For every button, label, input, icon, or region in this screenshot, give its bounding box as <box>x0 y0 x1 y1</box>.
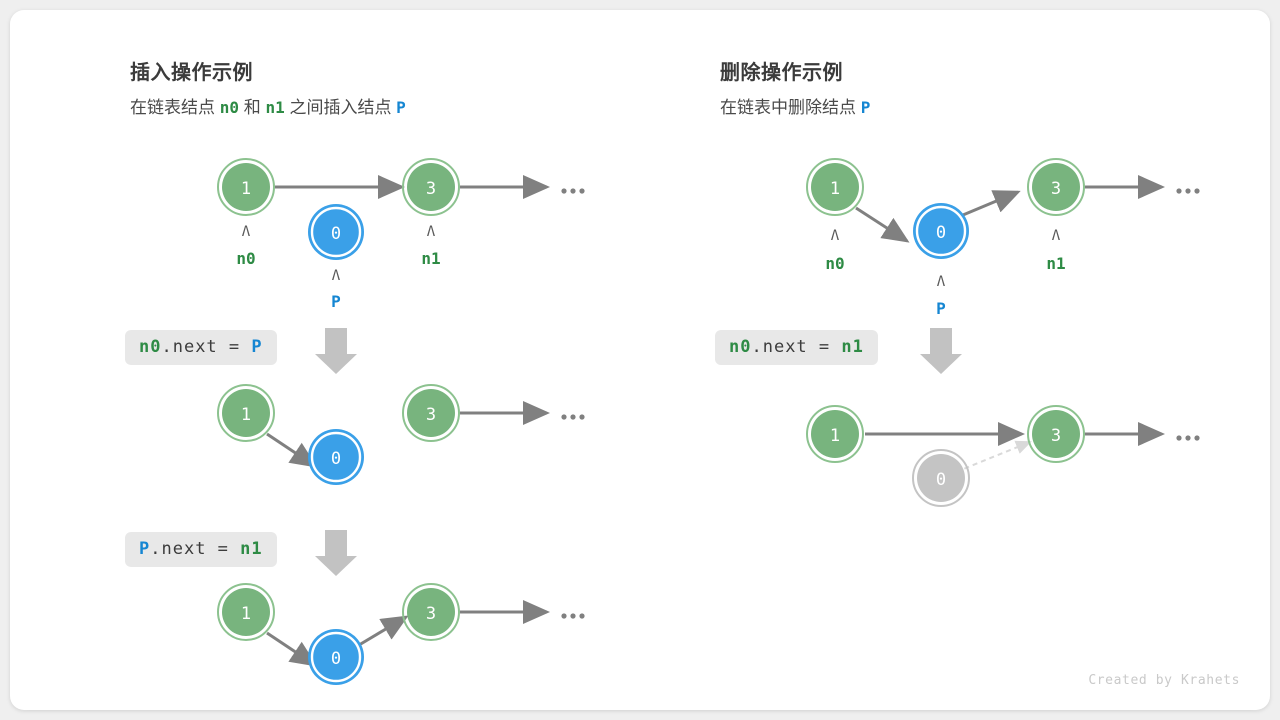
node-value: 1 <box>830 426 840 446</box>
insert-diagram-svg: 1 Λ n0 0 Λ P 3 Λ n1 <box>217 158 585 685</box>
step-transition-arrow-2 <box>315 530 357 576</box>
node-value: 3 <box>426 604 436 624</box>
pointer-caret-n0: Λ <box>242 224 251 240</box>
node-value: 1 <box>241 604 251 624</box>
code-token-3: P <box>251 337 263 357</box>
node-green-3: 3 <box>1027 158 1085 216</box>
node-value: 3 <box>1051 426 1061 446</box>
panel-insert-title: 插入操作示例 <box>130 62 253 84</box>
code-token-2: .next = <box>751 337 842 357</box>
arrow-0-to-3 <box>358 615 409 647</box>
node-gray-0-deleted: 0 <box>912 449 970 507</box>
node-green-3: 3 <box>402 384 460 442</box>
pointer-label-n1: n1 <box>1046 254 1065 273</box>
arrow-1-to-0 <box>855 206 910 243</box>
node-value: 0 <box>331 449 341 469</box>
code-box-n0-next-n1: n0.next = n1 <box>715 330 878 365</box>
code-token-4: P <box>139 539 151 559</box>
step-transition-arrow-1 <box>920 328 962 374</box>
node-green-1: 1 <box>217 583 275 641</box>
delete-step-2: 1 0 3 <box>806 405 1200 507</box>
pointer-label-p: P <box>331 292 341 311</box>
node-value: 0 <box>331 224 341 244</box>
node-value: 1 <box>241 179 251 199</box>
pointer-label-n0: n0 <box>825 254 844 273</box>
subtitle-token-n1: n1 <box>265 98 285 117</box>
diagram-card: 插入操作示例 在链表结点 n0 和 n1 之间插入结点 P n0.next = … <box>10 10 1270 710</box>
node-value: 1 <box>830 179 840 199</box>
arrow-1-to-0 <box>266 432 318 468</box>
arrow-deleted-0-to-3 <box>955 440 1032 473</box>
pointer-caret-n1: Λ <box>427 224 436 240</box>
delete-diagram-svg: 1 Λ n0 0 Λ P 3 Λ n1 <box>806 158 1200 507</box>
code-token-1: n0 <box>729 337 752 357</box>
ellipsis-icon <box>561 188 585 194</box>
node-green-1: 1 <box>217 158 275 216</box>
code-token-3: n1 <box>841 337 864 357</box>
node-blue-0: 0 <box>308 629 364 685</box>
insert-step-1: 1 Λ n0 0 Λ P 3 Λ n1 <box>217 158 585 311</box>
subtitle-token-p: P <box>396 98 406 117</box>
code-box-p-next-n1: P.next = n1 <box>125 532 277 567</box>
node-value: 0 <box>331 649 341 669</box>
node-green-3: 3 <box>402 158 460 216</box>
subtitle-token-p: P <box>860 98 871 117</box>
node-green-1: 1 <box>217 384 275 442</box>
node-value: 3 <box>1051 179 1061 199</box>
subtitle-text-1: 在链表中删除结点 <box>720 98 861 117</box>
arrow-1-to-0 <box>266 631 318 667</box>
insert-step-2: 1 0 3 <box>217 384 585 485</box>
ellipsis-icon <box>1176 435 1200 441</box>
subtitle-text-1: 在链表结点 <box>130 98 220 117</box>
panel-delete-title: 删除操作示例 <box>720 62 843 84</box>
pointer-label-n1: n1 <box>421 249 440 268</box>
node-value: 0 <box>936 470 946 490</box>
pointer-caret-n1: Λ <box>1052 228 1061 244</box>
subtitle-token-n0: n0 <box>219 98 239 117</box>
node-value: 3 <box>426 179 436 199</box>
code-box-n0-next-p: n0.next = P <box>125 330 277 365</box>
code-token-5: .next = <box>150 539 241 559</box>
subtitle-text-3: 之间插入结点 <box>284 98 397 117</box>
panel-delete-subtitle: 在链表中删除结点 P <box>720 93 870 118</box>
node-green-3: 3 <box>402 583 460 641</box>
code-token-2: .next = <box>161 337 252 357</box>
code-token-6: n1 <box>240 539 263 559</box>
node-blue-0: 0 <box>308 204 364 260</box>
node-value: 3 <box>426 405 436 425</box>
code-token-1: n0 <box>139 337 162 357</box>
pointer-label-n0: n0 <box>236 249 255 268</box>
node-blue-0: 0 <box>308 429 364 485</box>
node-blue-0: 0 <box>913 203 969 259</box>
node-value: 0 <box>936 223 946 243</box>
ellipsis-icon <box>1176 188 1200 194</box>
panel-insert: 插入操作示例 在链表结点 n0 和 n1 之间插入结点 P n0.next = … <box>10 10 640 710</box>
insert-step-3: 1 0 3 <box>217 583 585 685</box>
pointer-caret-p: Λ <box>937 274 946 290</box>
step-transition-arrow-1 <box>315 328 357 374</box>
panel-insert-subtitle: 在链表结点 n0 和 n1 之间插入结点 P <box>130 93 406 118</box>
credit-text: Created by Krahets <box>1088 673 1240 688</box>
node-green-1: 1 <box>806 158 864 216</box>
node-value: 1 <box>241 405 251 425</box>
node-green-3: 3 <box>1027 405 1085 463</box>
panel-delete: 删除操作示例 在链表中删除结点 P n0.next = n1 <box>640 10 1270 710</box>
pointer-caret-p: Λ <box>332 268 341 284</box>
delete-step-1: 1 Λ n0 0 Λ P 3 Λ n1 <box>806 158 1200 318</box>
ellipsis-icon <box>561 414 585 420</box>
node-green-1: 1 <box>806 405 864 463</box>
subtitle-text-2: 和 <box>239 98 266 117</box>
pointer-caret-n0: Λ <box>831 228 840 244</box>
ellipsis-icon <box>561 613 585 619</box>
pointer-label-p: P <box>936 299 946 318</box>
